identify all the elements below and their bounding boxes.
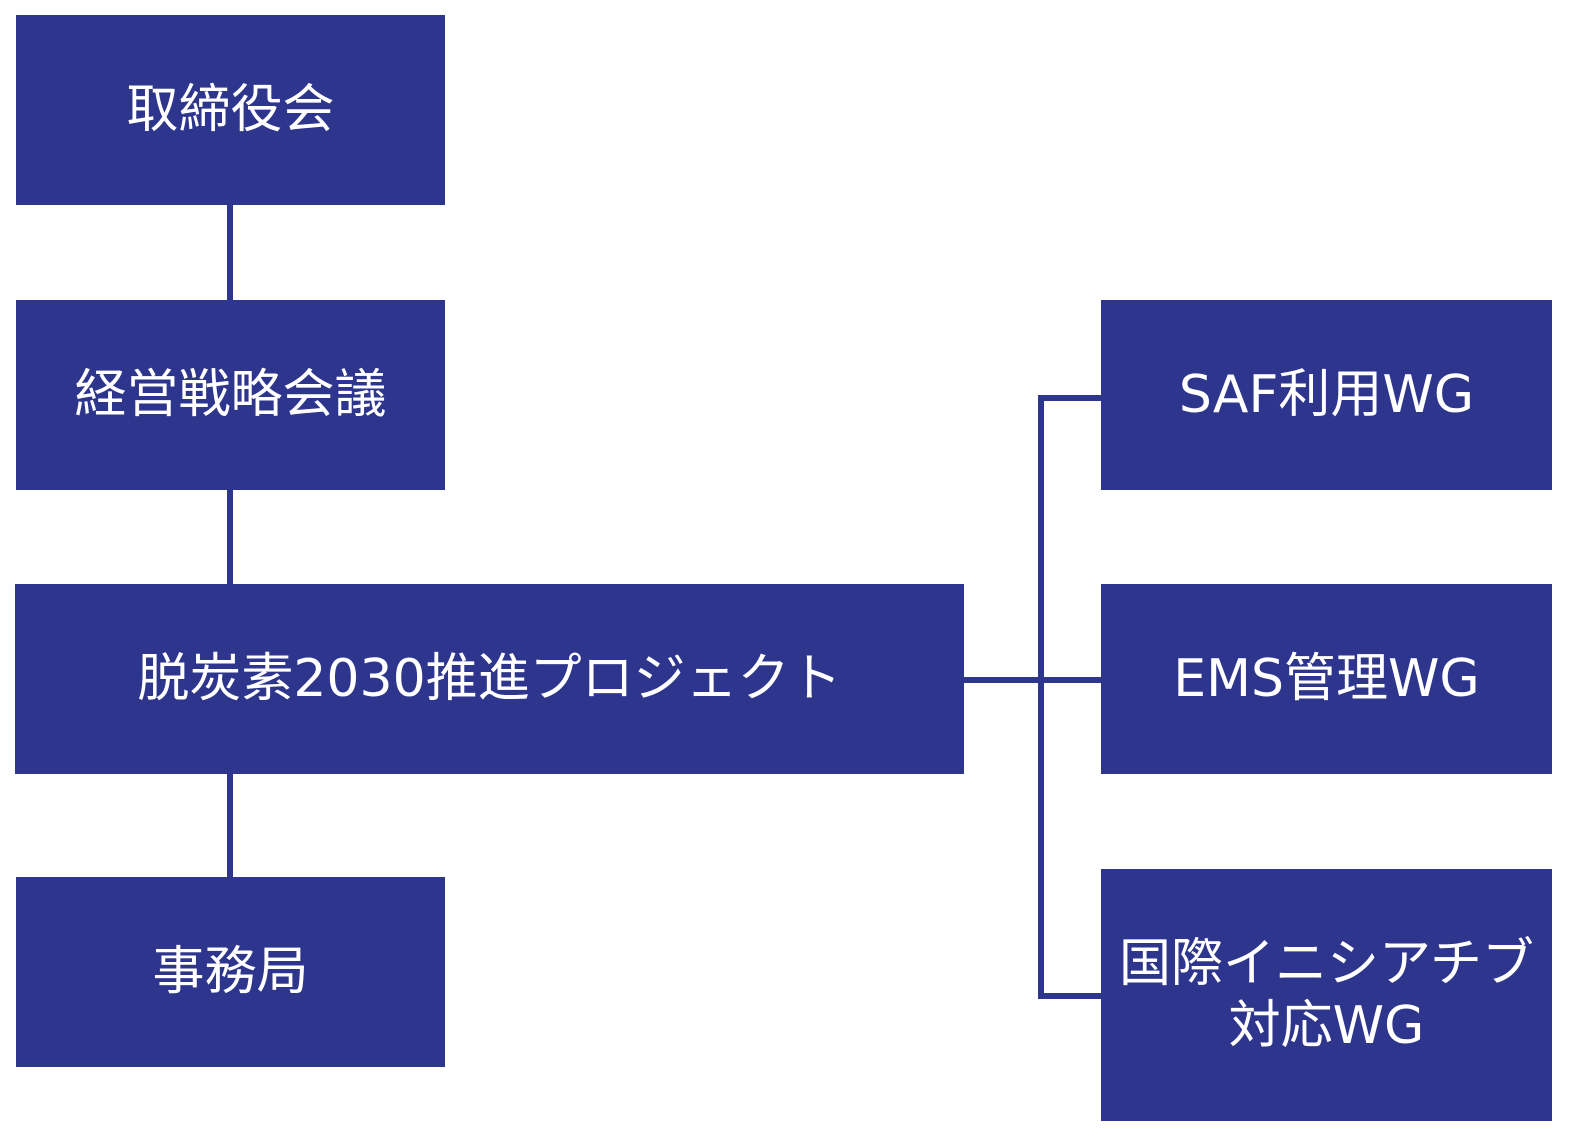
node-intl-wg-line2: 対応WG [1228,996,1425,1056]
node-saf-wg-label: SAF利用WG [1178,364,1475,425]
connector-board-strategy [227,205,233,301]
node-project-label: 脱炭素2030推進プロジェクト [137,648,842,709]
node-saf-wg: SAF利用WG [1101,300,1552,490]
connector-wg-trunk [1038,395,1044,999]
node-project: 脱炭素2030推進プロジェクト [15,584,964,774]
node-intl-wg: 国際イニシアチブ 対応WG [1101,869,1552,1121]
node-ems-wg: EMS管理WG [1101,584,1552,774]
node-strategy-meeting-label: 経営戦略会議 [74,364,387,425]
connector-project-to-trunk [964,677,1102,683]
node-board-label: 取締役会 [126,79,335,140]
node-secretariat-label: 事務局 [152,941,309,1002]
node-intl-wg-line1: 国際イニシアチブ [1119,933,1534,994]
connector-trunk-intl [1038,993,1102,999]
connector-trunk-saf [1038,395,1102,401]
node-board: 取締役会 [16,15,445,205]
connector-strategy-project [227,490,233,586]
connector-project-secretariat [227,773,233,878]
node-ems-wg-label: EMS管理WG [1173,648,1480,709]
node-strategy-meeting: 経営戦略会議 [16,300,445,490]
node-secretariat: 事務局 [16,877,445,1067]
